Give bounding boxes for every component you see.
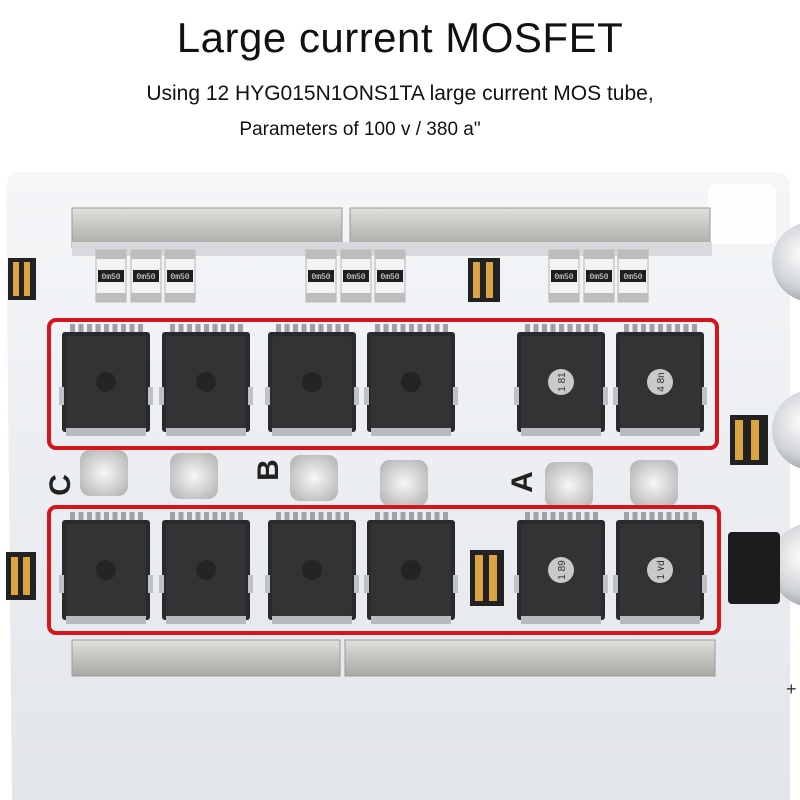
mosfet-chip: 1 ٧d xyxy=(613,512,707,624)
phase-label-a: A xyxy=(506,471,539,493)
resistor-marking: 0m50 xyxy=(136,273,155,282)
pcb-photo: 0m50 0m50 0m50 0m50 0m50 0m50 0m50 0m50 0m50 1 8… xyxy=(0,170,800,800)
resistor-marking: 0m50 xyxy=(346,273,365,282)
solder-pad xyxy=(290,455,338,501)
solder-pad xyxy=(630,460,678,506)
connector-right-mid xyxy=(730,415,768,465)
resistor-marking: 0m50 xyxy=(589,273,608,282)
solder-pads xyxy=(80,450,678,508)
resistor-marking: 0m50 xyxy=(623,273,642,282)
connector-left-bottom xyxy=(6,552,36,600)
copper-bar-top-right xyxy=(349,207,711,249)
copper-bar-bottom-left xyxy=(71,639,341,677)
copper-bar-bottom-right xyxy=(344,639,716,677)
highlight-box-top xyxy=(47,318,719,450)
shunt-resistor: 0m50 xyxy=(340,249,372,303)
mosfet-chip xyxy=(59,512,153,624)
mosfet-chip: 1 81 xyxy=(514,324,608,436)
mosfet-chip: 1 89 xyxy=(514,512,608,624)
solder-pad xyxy=(170,453,218,499)
mosfet-chip xyxy=(159,324,253,436)
capacitor-top xyxy=(772,223,800,301)
title: Large current MOSFET xyxy=(176,14,624,61)
plus-mark: + xyxy=(786,679,797,699)
connector-left-top xyxy=(8,258,36,300)
copper-bar-top-left xyxy=(71,207,343,249)
chip-marking: 1 89 xyxy=(557,560,568,580)
resistor-marking: 0m50 xyxy=(554,273,573,282)
mosfet-chip xyxy=(59,324,153,436)
shunt-resistors: 0m50 0m50 0m50 0m50 0m50 0m50 0m50 0m50 0m50 xyxy=(95,249,649,303)
subtitle-line-2: Parameters of 100 v / 380 a" xyxy=(239,119,481,140)
chip-marking: 1 ٧d xyxy=(656,560,667,579)
connector-mid-bottom xyxy=(470,550,504,606)
shunt-resistor: 0m50 xyxy=(130,249,162,303)
chip-marking: 1 81 xyxy=(557,372,568,392)
highlight-box-bottom xyxy=(47,505,721,635)
resistor-marking: 0m50 xyxy=(101,273,120,282)
solder-pad xyxy=(80,450,128,496)
pcb-illustration: 0m50 0m50 0m50 0m50 0m50 0m50 0m50 0m50 0m50 1 8… xyxy=(6,172,800,800)
resistor-marking: 0m50 xyxy=(380,273,399,282)
solder-pad xyxy=(380,460,428,506)
mosfet-chip xyxy=(265,512,359,624)
mosfet-chip xyxy=(364,324,458,436)
phase-label-c: C xyxy=(44,474,77,496)
mosfet-row-top: 1 81 4 8n xyxy=(59,324,707,436)
mosfet-chip xyxy=(265,324,359,436)
mosfet-row-bottom: 1 89 1 ٧d xyxy=(59,512,707,624)
shunt-resistor: 0m50 xyxy=(164,249,196,303)
resistor-marking: 0m50 xyxy=(311,273,330,282)
connector-mid-top xyxy=(468,258,500,302)
resistor-marking: 0m50 xyxy=(170,273,189,282)
shunt-resistor: 0m50 xyxy=(95,249,127,303)
mosfet-chip: 4 8n xyxy=(613,324,707,436)
black-component-right xyxy=(728,532,780,604)
capacitor-mid xyxy=(772,391,800,469)
shunt-resistor: 0m50 xyxy=(548,249,580,303)
solder-pad xyxy=(545,462,593,508)
shunt-resistor: 0m50 xyxy=(374,249,406,303)
shunt-resistor: 0m50 xyxy=(583,249,615,303)
shunt-resistor: 0m50 xyxy=(305,249,337,303)
shunt-resistor: 0m50 xyxy=(617,249,649,303)
chip-marking: 4 8n xyxy=(656,372,667,391)
phase-label-b: B xyxy=(252,459,285,481)
mosfet-chip xyxy=(159,512,253,624)
mosfet-chip xyxy=(364,512,458,624)
subtitle-line-1: Using 12 HYG015N1ONS1TA large current MO… xyxy=(146,82,654,105)
